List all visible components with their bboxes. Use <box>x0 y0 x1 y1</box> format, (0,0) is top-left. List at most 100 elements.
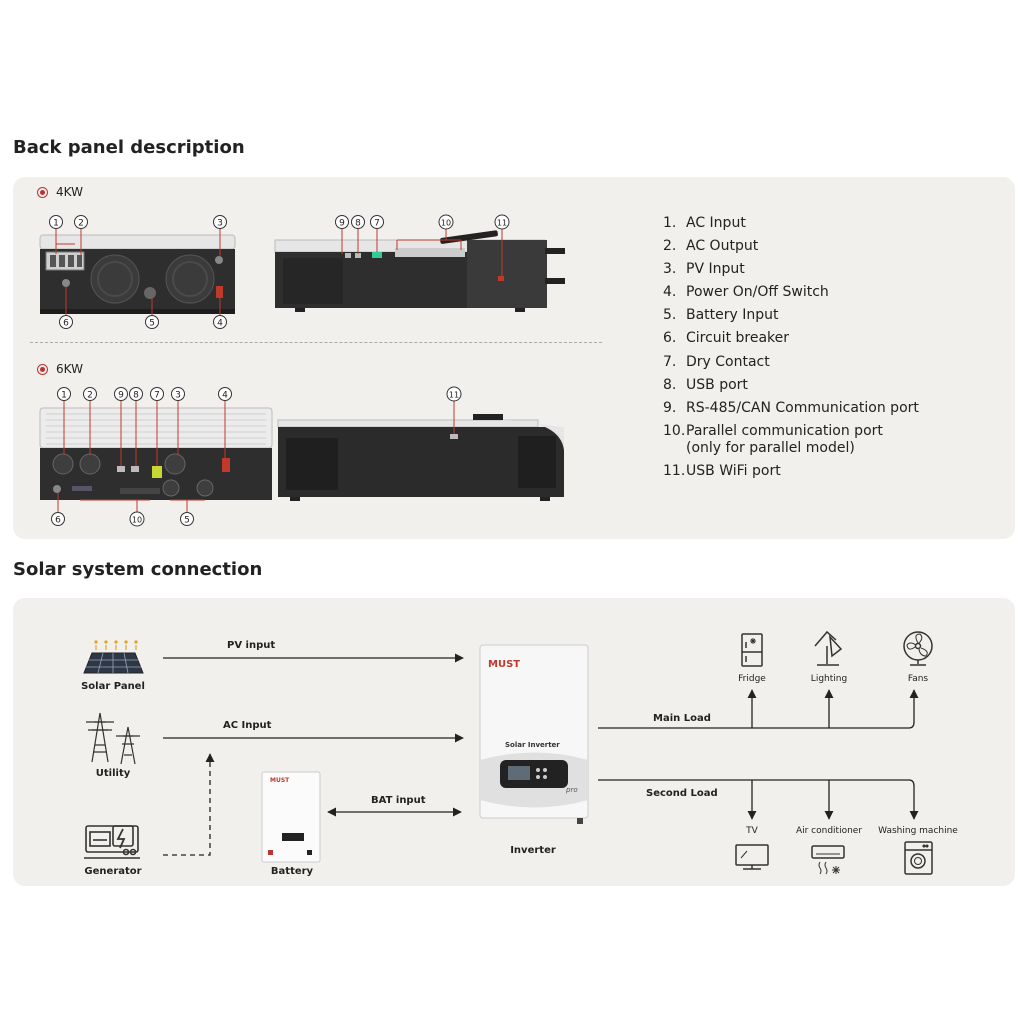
callout-4kw-11: 11 <box>494 214 510 230</box>
device-6kw-side <box>277 414 564 501</box>
connection-lines <box>163 653 919 856</box>
load-lighting-label: Lighting <box>810 674 848 684</box>
svg-text:5: 5 <box>184 516 190 526</box>
callout-6kw-1: 1 <box>57 387 71 401</box>
port-item: 5.Battery Input <box>663 307 919 325</box>
svg-text:9: 9 <box>118 391 124 401</box>
bat-input-label: BAT input <box>371 795 426 806</box>
port-label: RS-485/CAN Communication port <box>686 399 919 416</box>
tv-icon <box>735 844 769 870</box>
port-label: Power On/Off Switch <box>686 284 829 301</box>
svg-text:6: 6 <box>55 516 61 526</box>
port-label: USB port <box>686 376 748 393</box>
svg-text:6: 6 <box>63 319 69 329</box>
solar-title: Solar system connection <box>13 559 263 580</box>
callout-6kw-2: 2 <box>83 387 97 401</box>
svg-text:8: 8 <box>133 391 139 401</box>
variant-4kw-label: 4KW <box>56 185 83 199</box>
port-number: 6. <box>663 330 677 347</box>
port-label: AC Output <box>686 238 759 255</box>
port-item: 11.USB WiFi port <box>663 463 919 481</box>
callout-leaders-4kw <box>55 228 503 316</box>
svg-text:8: 8 <box>355 219 361 229</box>
washing-machine-icon <box>904 841 933 875</box>
load-tv-label: TV <box>746 826 758 836</box>
svg-text:3: 3 <box>217 219 223 229</box>
generator-label: Generator <box>84 866 142 877</box>
port-label: Circuit breaker <box>686 330 790 347</box>
radio-bullet-icon <box>37 186 48 198</box>
lighting-icon <box>814 630 843 666</box>
device-4kw-back <box>39 234 236 314</box>
svg-text:9: 9 <box>339 219 345 229</box>
svg-text:4: 4 <box>217 319 223 329</box>
load-ac-label: Air conditioner <box>795 826 863 836</box>
svg-text:7: 7 <box>374 219 380 229</box>
battery-brand: MUST <box>270 777 290 784</box>
port-label: Parallel communication port (only for pa… <box>686 422 883 457</box>
callout-4kw-9: 9 <box>335 215 349 229</box>
svg-text:1: 1 <box>53 219 59 229</box>
second-load-line <box>598 779 919 820</box>
callout-6kw-3: 3 <box>171 387 185 401</box>
main-load-label: Main Load <box>653 713 711 724</box>
battery-label: Battery <box>270 866 314 877</box>
callout-4kw-8: 8 <box>351 215 365 229</box>
device-6kw-back <box>39 407 273 500</box>
variant-4kw: 4KW <box>37 185 83 199</box>
second-load-label: Second Load <box>646 788 718 799</box>
callout-4kw-5: 5 <box>145 315 159 329</box>
callout-6kw-5: 5 <box>180 512 194 526</box>
port-item: 3.PV Input <box>663 261 919 279</box>
section-divider <box>30 342 602 343</box>
radio-bullet-icon <box>37 363 48 375</box>
fan-icon <box>903 631 933 666</box>
svg-text:11: 11 <box>449 391 459 400</box>
port-item: 10.Parallel communication port (only for… <box>663 423 919 458</box>
main-load-line <box>598 689 919 729</box>
port-item: 9.RS-485/CAN Communication port <box>663 400 919 418</box>
generator-dashed-arrow <box>163 753 215 856</box>
inverter-product: Solar Inverter <box>505 741 560 749</box>
inverter-badge: pro <box>565 786 578 794</box>
svg-text:4: 4 <box>222 391 228 401</box>
svg-text:11: 11 <box>497 219 507 228</box>
port-number: 1. <box>663 215 677 231</box>
battery-device-illustration: MUST <box>261 771 321 863</box>
port-number: 8. <box>663 376 677 393</box>
callout-6kw-7: 7 <box>150 387 164 401</box>
port-item: 6. Circuit breaker <box>663 330 919 348</box>
pv-input-label: PV input <box>227 640 276 651</box>
port-item: 7.Dry Contact <box>663 354 919 372</box>
port-item: 1. AC Input <box>663 215 919 233</box>
callout-6kw-6: 6 <box>51 512 65 526</box>
variant-6kw: 6KW <box>37 362 83 376</box>
inverter-label: Inverter <box>510 845 556 856</box>
back-panel-title: Back panel description <box>13 137 245 158</box>
port-label: AC Input <box>686 215 746 231</box>
svg-text:7: 7 <box>154 391 160 401</box>
port-number: 10. <box>663 422 686 439</box>
port-label: Dry Contact <box>686 353 770 370</box>
svg-text:10: 10 <box>441 219 451 228</box>
port-item: 4. Power On/Off Switch <box>663 284 919 302</box>
svg-text:2: 2 <box>78 219 84 229</box>
callout-4kw-2: 2 <box>74 215 88 229</box>
port-number: 5. <box>663 307 677 324</box>
port-item: 8. USB port <box>663 377 919 395</box>
port-number: 3. <box>663 261 677 278</box>
svg-text:5: 5 <box>149 319 155 329</box>
utility-tower-icon <box>86 712 140 765</box>
inverter-brand: MUST <box>488 659 520 670</box>
svg-text:3: 3 <box>175 391 181 401</box>
svg-text:2: 2 <box>87 391 93 401</box>
callout-4kw-10: 10 <box>438 214 454 230</box>
port-number: 4. <box>663 284 677 301</box>
solar-panel-icon <box>83 640 144 674</box>
callout-4kw-7: 7 <box>370 215 384 229</box>
callout-leaders-6kw <box>57 401 455 512</box>
